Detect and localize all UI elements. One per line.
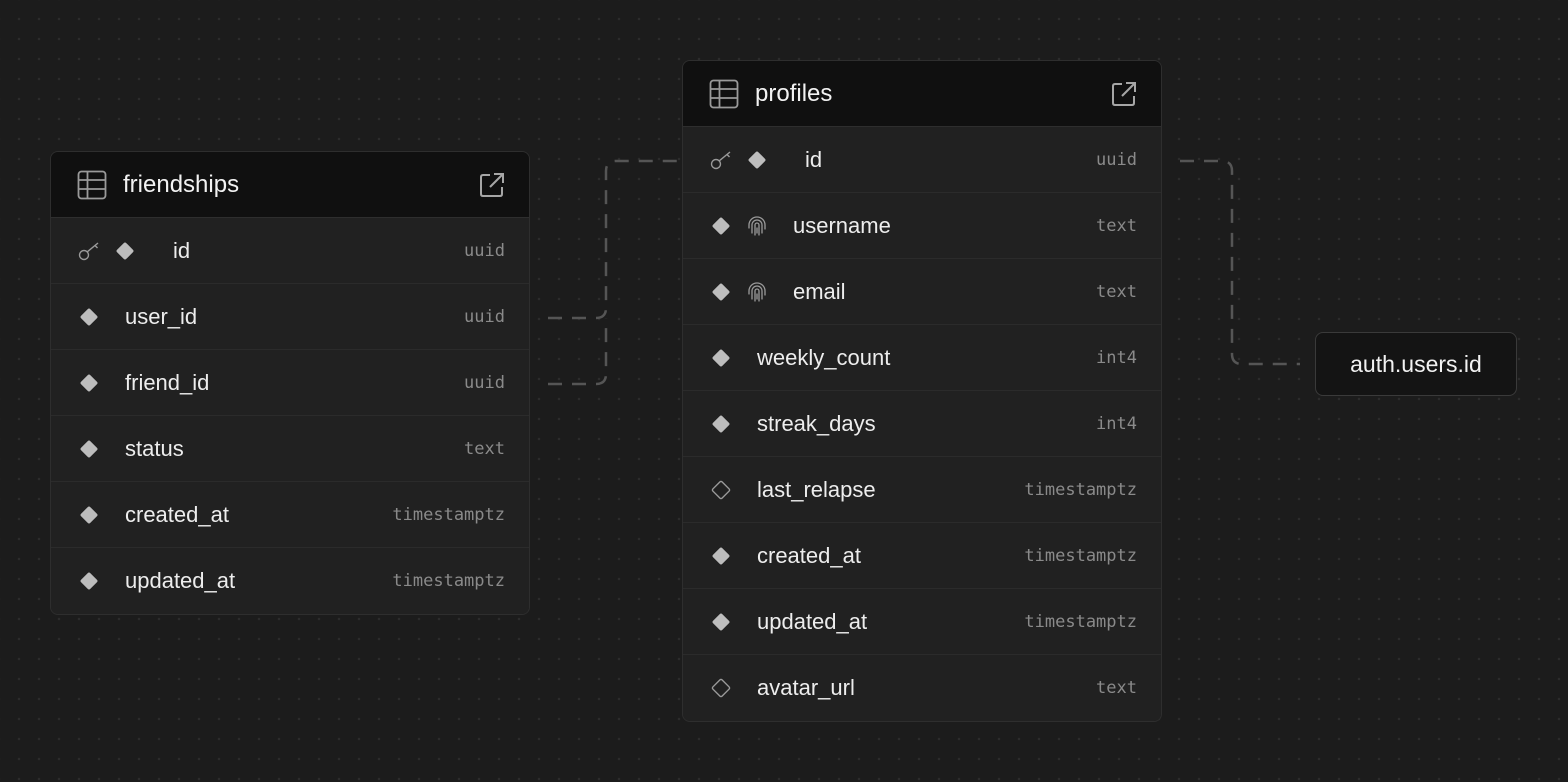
table-icon xyxy=(77,170,107,200)
column-icons xyxy=(709,280,793,304)
column-type: uuid xyxy=(464,306,505,327)
column-icons xyxy=(709,148,793,172)
column-name: updated_at xyxy=(757,608,868,634)
column-icons xyxy=(709,412,757,436)
column-type: text xyxy=(1096,215,1137,236)
column-name: user_id xyxy=(125,303,198,329)
column-row-last-relapse[interactable]: last_relapse timestamptz xyxy=(683,457,1161,523)
column-row-id[interactable]: id uuid xyxy=(683,127,1161,193)
filled-diamond-icon xyxy=(77,371,101,395)
column-row-streak-days[interactable]: streak_days int4 xyxy=(683,391,1161,457)
column-type: uuid xyxy=(464,372,505,393)
fingerprint-icon xyxy=(745,280,769,304)
filled-diamond-icon xyxy=(709,346,733,370)
column-name: created_at xyxy=(757,542,861,568)
column-row-user-id[interactable]: user_id uuid xyxy=(51,284,529,350)
outline-diamond-icon xyxy=(709,676,733,700)
column-type: timestamptz xyxy=(392,504,505,525)
column-name: username xyxy=(793,212,891,238)
filled-diamond-icon xyxy=(709,214,733,238)
column-type: timestamptz xyxy=(392,571,505,591)
column-icons xyxy=(77,437,125,461)
column-row-avatar-url[interactable]: avatar_url text xyxy=(683,655,1161,721)
column-icons xyxy=(77,371,125,395)
column-type: timestamptz xyxy=(1024,479,1137,500)
profiles-table-node[interactable]: profiles id uuid username text email text week… xyxy=(682,60,1162,722)
column-name: last_relapse xyxy=(757,476,876,502)
external-node-label: auth.users.id xyxy=(1350,350,1482,377)
column-row-updated-at[interactable]: updated_at timestamptz xyxy=(51,548,529,614)
key-icon xyxy=(709,148,733,172)
filled-diamond-icon xyxy=(77,305,101,329)
filled-diamond-icon xyxy=(709,412,733,436)
column-name: friend_id xyxy=(125,369,210,395)
edge-user-id-to-profiles-id xyxy=(548,159,682,320)
column-row-username[interactable]: username text xyxy=(683,193,1161,259)
table-title: profiles xyxy=(755,79,833,107)
column-row-created-at[interactable]: created_at timestamptz xyxy=(683,523,1161,589)
auth-users-id-node[interactable]: auth.users.id xyxy=(1315,332,1517,396)
column-name: created_at xyxy=(125,501,229,527)
friendships-header[interactable]: friendships xyxy=(51,152,529,218)
column-name: avatar_url xyxy=(757,675,855,700)
column-name: id xyxy=(805,146,823,172)
column-icons xyxy=(709,610,757,634)
column-type: text xyxy=(1096,281,1137,302)
column-type: timestamptz xyxy=(1024,545,1137,566)
column-icons xyxy=(77,503,125,527)
filled-diamond-icon xyxy=(745,148,769,172)
filled-diamond-icon xyxy=(77,437,101,461)
column-row-friend-id[interactable]: friend_id uuid xyxy=(51,350,529,416)
column-type: text xyxy=(1096,678,1137,698)
column-row-updated-at[interactable]: updated_at timestamptz xyxy=(683,589,1161,655)
external-link-icon[interactable] xyxy=(479,172,505,198)
column-row-status[interactable]: status text xyxy=(51,416,529,482)
edge-profiles-id-to-auth-users xyxy=(1180,159,1300,366)
column-icons xyxy=(709,544,757,568)
column-name: status xyxy=(125,435,184,461)
column-icons xyxy=(77,569,125,593)
filled-diamond-icon xyxy=(709,280,733,304)
column-row-created-at[interactable]: created_at timestamptz xyxy=(51,482,529,548)
column-type: int4 xyxy=(1096,413,1137,434)
outline-diamond-icon xyxy=(709,478,733,502)
column-type: int4 xyxy=(1096,347,1137,368)
filled-diamond-icon xyxy=(709,544,733,568)
filled-diamond-icon xyxy=(77,503,101,527)
column-row-email[interactable]: email text xyxy=(683,259,1161,325)
profiles-header[interactable]: profiles xyxy=(683,61,1161,127)
column-icons xyxy=(77,305,125,329)
column-icons xyxy=(709,676,757,700)
column-name: email xyxy=(793,278,846,304)
column-type: uuid xyxy=(464,240,505,261)
edge-friend-id-to-profiles-id xyxy=(548,318,608,386)
column-row-id[interactable]: id uuid xyxy=(51,218,529,284)
column-row-weekly-count[interactable]: weekly_count int4 xyxy=(683,325,1161,391)
column-name: id xyxy=(173,237,191,263)
key-icon xyxy=(77,239,101,263)
column-icons xyxy=(77,239,161,263)
column-type: text xyxy=(464,438,505,459)
column-icons xyxy=(709,346,757,370)
external-link-icon[interactable] xyxy=(1111,81,1137,107)
column-icons xyxy=(709,214,793,238)
filled-diamond-icon xyxy=(113,239,137,263)
table-title: friendships xyxy=(123,170,240,198)
column-name: streak_days xyxy=(757,410,876,436)
column-name: updated_at xyxy=(125,568,236,593)
column-icons xyxy=(709,478,757,502)
column-name: weekly_count xyxy=(757,344,891,370)
filled-diamond-icon xyxy=(77,569,101,593)
column-type: timestamptz xyxy=(1024,611,1137,632)
filled-diamond-icon xyxy=(709,610,733,634)
column-type: uuid xyxy=(1096,149,1137,170)
table-icon xyxy=(709,79,739,109)
fingerprint-icon xyxy=(745,214,769,238)
